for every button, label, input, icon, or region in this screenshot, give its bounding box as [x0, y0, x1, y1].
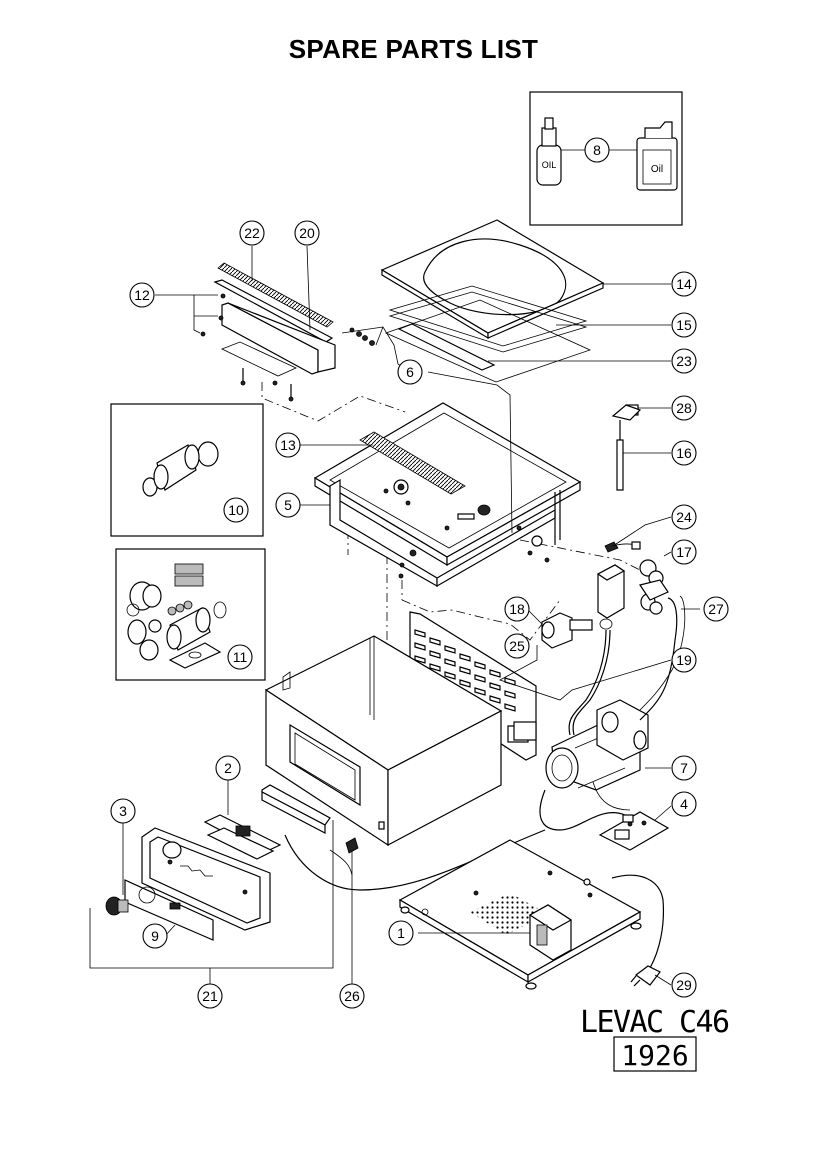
callout-14: 14 [671, 271, 697, 297]
callout-27: 27 [703, 596, 729, 622]
callout-22: 22 [239, 220, 265, 246]
svg-text:5: 5 [284, 497, 292, 513]
svg-text:26: 26 [344, 988, 360, 1004]
svg-text:18: 18 [509, 601, 525, 617]
elbow-fitting [541, 612, 613, 649]
callout-9: 9 [142, 923, 168, 949]
svg-text:13: 13 [280, 437, 296, 453]
vacuum-pump [545, 699, 649, 791]
callout-19: 19 [671, 647, 697, 673]
oil-bottle: OIL [536, 117, 562, 186]
vacuum-chamber [313, 402, 582, 588]
sensor-wire [604, 541, 641, 553]
svg-text:24: 24 [676, 509, 692, 525]
svg-text:17: 17 [676, 544, 692, 560]
callout-13: 13 [275, 432, 301, 458]
svg-text:12: 12 [134, 287, 150, 303]
callout-28: 28 [671, 395, 697, 421]
svg-text:1: 1 [397, 925, 405, 941]
control-board [598, 811, 670, 851]
svg-text:20: 20 [299, 225, 315, 241]
front-panel-assembly [200, 262, 375, 402]
callout-5: 5 [275, 492, 301, 518]
svg-text:28: 28 [676, 400, 692, 416]
svg-text:6: 6 [406, 364, 414, 380]
callout-24: 24 [671, 504, 697, 530]
callout-17: 17 [671, 539, 697, 565]
svg-text:3: 3 [119, 803, 127, 819]
valve-block [596, 559, 669, 619]
oil-can-label: Oil [651, 164, 663, 175]
callout-11: 11 [227, 644, 253, 670]
callout-25: 25 [504, 633, 530, 659]
callout-26: 26 [339, 983, 365, 1009]
rear-vent-panel [409, 611, 537, 761]
svg-text:23: 23 [676, 353, 692, 369]
callout-18: 18 [504, 596, 530, 622]
oil-bottle-label: OIL [542, 160, 557, 170]
model-code-box [613, 1036, 697, 1072]
callout-7: 7 [671, 755, 697, 781]
base-plate [398, 839, 642, 990]
svg-text:16: 16 [676, 445, 692, 461]
gas-spring [611, 404, 642, 491]
lid-assembly [380, 219, 605, 383]
svg-text:14: 14 [676, 276, 692, 292]
svg-text:9: 9 [151, 928, 159, 944]
svg-text:8: 8 [593, 142, 601, 158]
svg-text:11: 11 [233, 649, 248, 665]
callout-6: 6 [397, 359, 423, 385]
main-housing [264, 635, 503, 847]
callout-15: 15 [671, 312, 697, 338]
callout-29: 29 [671, 972, 697, 998]
svg-text:25: 25 [509, 638, 525, 654]
mains-plug [630, 965, 661, 987]
svg-text:21: 21 [202, 988, 218, 1004]
model-name: LEVAC C46 [580, 1005, 730, 1040]
page-title: SPARE PARTS LIST [288, 34, 539, 64]
svg-text:7: 7 [680, 760, 688, 776]
svg-text:29: 29 [676, 977, 692, 993]
callout-8: 8 [584, 137, 610, 163]
svg-text:15: 15 [676, 317, 692, 333]
oil-inset: OIL Oil [529, 91, 683, 226]
svg-text:27: 27 [708, 601, 724, 617]
callout-3: 3 [110, 798, 136, 824]
part-11-inset [115, 548, 266, 681]
callout-12: 12 [129, 282, 155, 308]
part-10-inset [110, 403, 264, 537]
callout-4: 4 [671, 791, 697, 817]
svg-text:10: 10 [228, 502, 244, 518]
svg-text:2: 2 [224, 760, 232, 776]
oil-can: Oil [636, 121, 678, 191]
svg-text:19: 19 [676, 652, 692, 668]
callout-21: 21 [197, 983, 223, 1009]
front-control-panel [105, 814, 282, 941]
callout-1: 1 [388, 920, 414, 946]
callout-10: 10 [223, 497, 249, 523]
callout-20: 20 [294, 220, 320, 246]
callout-23: 23 [671, 348, 697, 374]
svg-text:4: 4 [680, 796, 688, 812]
callout-16: 16 [671, 440, 697, 466]
svg-text:22: 22 [244, 225, 260, 241]
model-code: 1926 [621, 1039, 688, 1072]
callout-2: 2 [215, 755, 241, 781]
